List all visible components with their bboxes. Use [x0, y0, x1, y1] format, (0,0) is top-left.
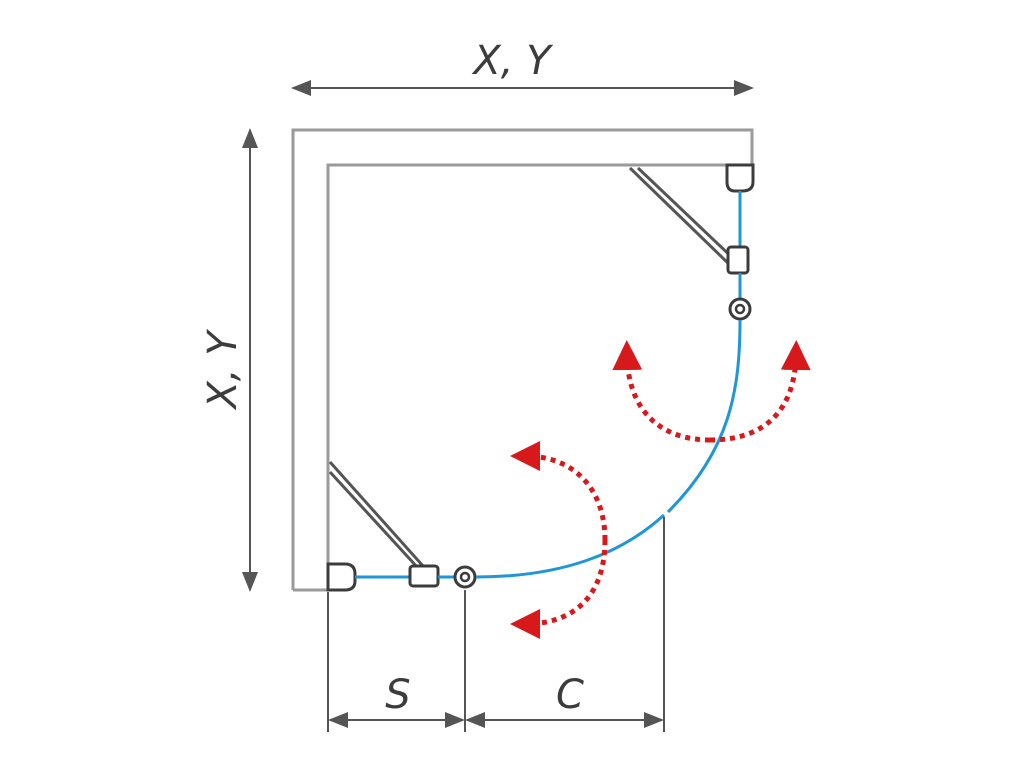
lower-wall-profile — [326, 562, 357, 592]
upper-hinge — [728, 297, 752, 321]
wall-inner — [326, 163, 752, 590]
top-dimension-label: X, Y — [471, 38, 554, 84]
upper-fixed-panel — [628, 163, 755, 321]
upper-curved-door — [666, 319, 742, 514]
wall-outer — [291, 128, 754, 590]
left-dimension-label: X, Y — [200, 328, 246, 411]
upper-panel-glass-inner — [636, 166, 740, 265]
upper-connector — [726, 245, 750, 275]
top-dimension: X, Y — [291, 38, 754, 96]
lower-connector — [408, 564, 440, 588]
upper-wall-profile — [725, 163, 755, 193]
lower-swing-arrow-up — [510, 441, 608, 541]
bottom-dimensions: S C — [327, 517, 665, 732]
lower-swing-arrow-down — [510, 539, 608, 639]
swing-arrows — [510, 340, 811, 639]
curved-doors — [475, 319, 742, 579]
lower-panel-glass-outer — [328, 461, 425, 567]
upper-panel-glass-outer — [628, 166, 732, 267]
lower-panel-glass-inner — [328, 470, 420, 570]
left-dimension: X, Y — [200, 128, 258, 592]
wall-outline — [291, 128, 754, 592]
upper-swing-arrow-left — [612, 340, 711, 443]
c-dimension-label: C — [556, 672, 584, 718]
s-dimension-label: S — [385, 672, 410, 718]
lower-curved-door — [475, 513, 666, 579]
upper-swing-arrow-right — [709, 340, 811, 443]
lower-hinge — [453, 565, 477, 589]
lower-fixed-panel — [326, 461, 477, 592]
